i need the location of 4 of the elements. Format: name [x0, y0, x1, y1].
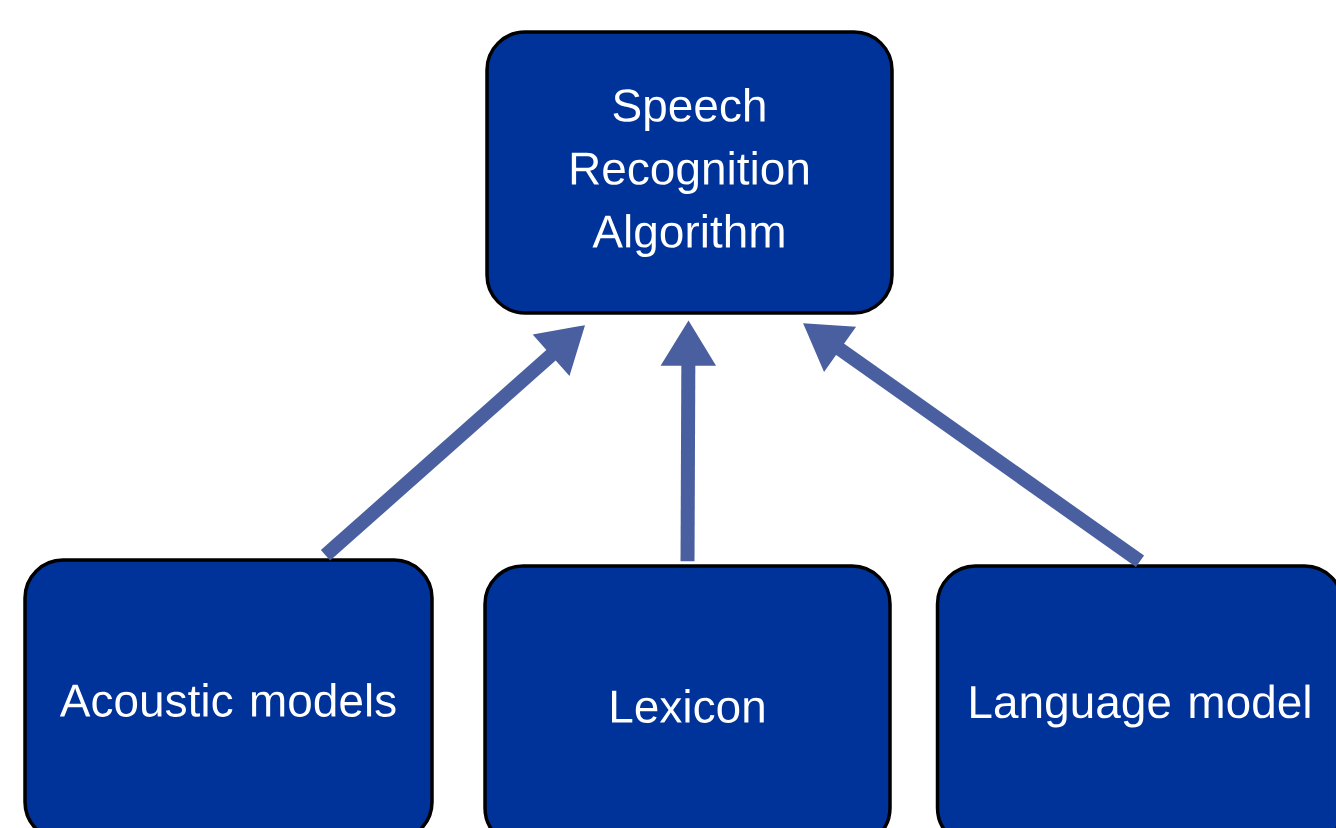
process-box: Speech Recognition Algorithm	[485, 30, 894, 315]
process-box: Language model	[935, 564, 1336, 828]
process-box: Acoustic models	[23, 558, 434, 828]
process-box: Lexicon	[483, 564, 892, 828]
